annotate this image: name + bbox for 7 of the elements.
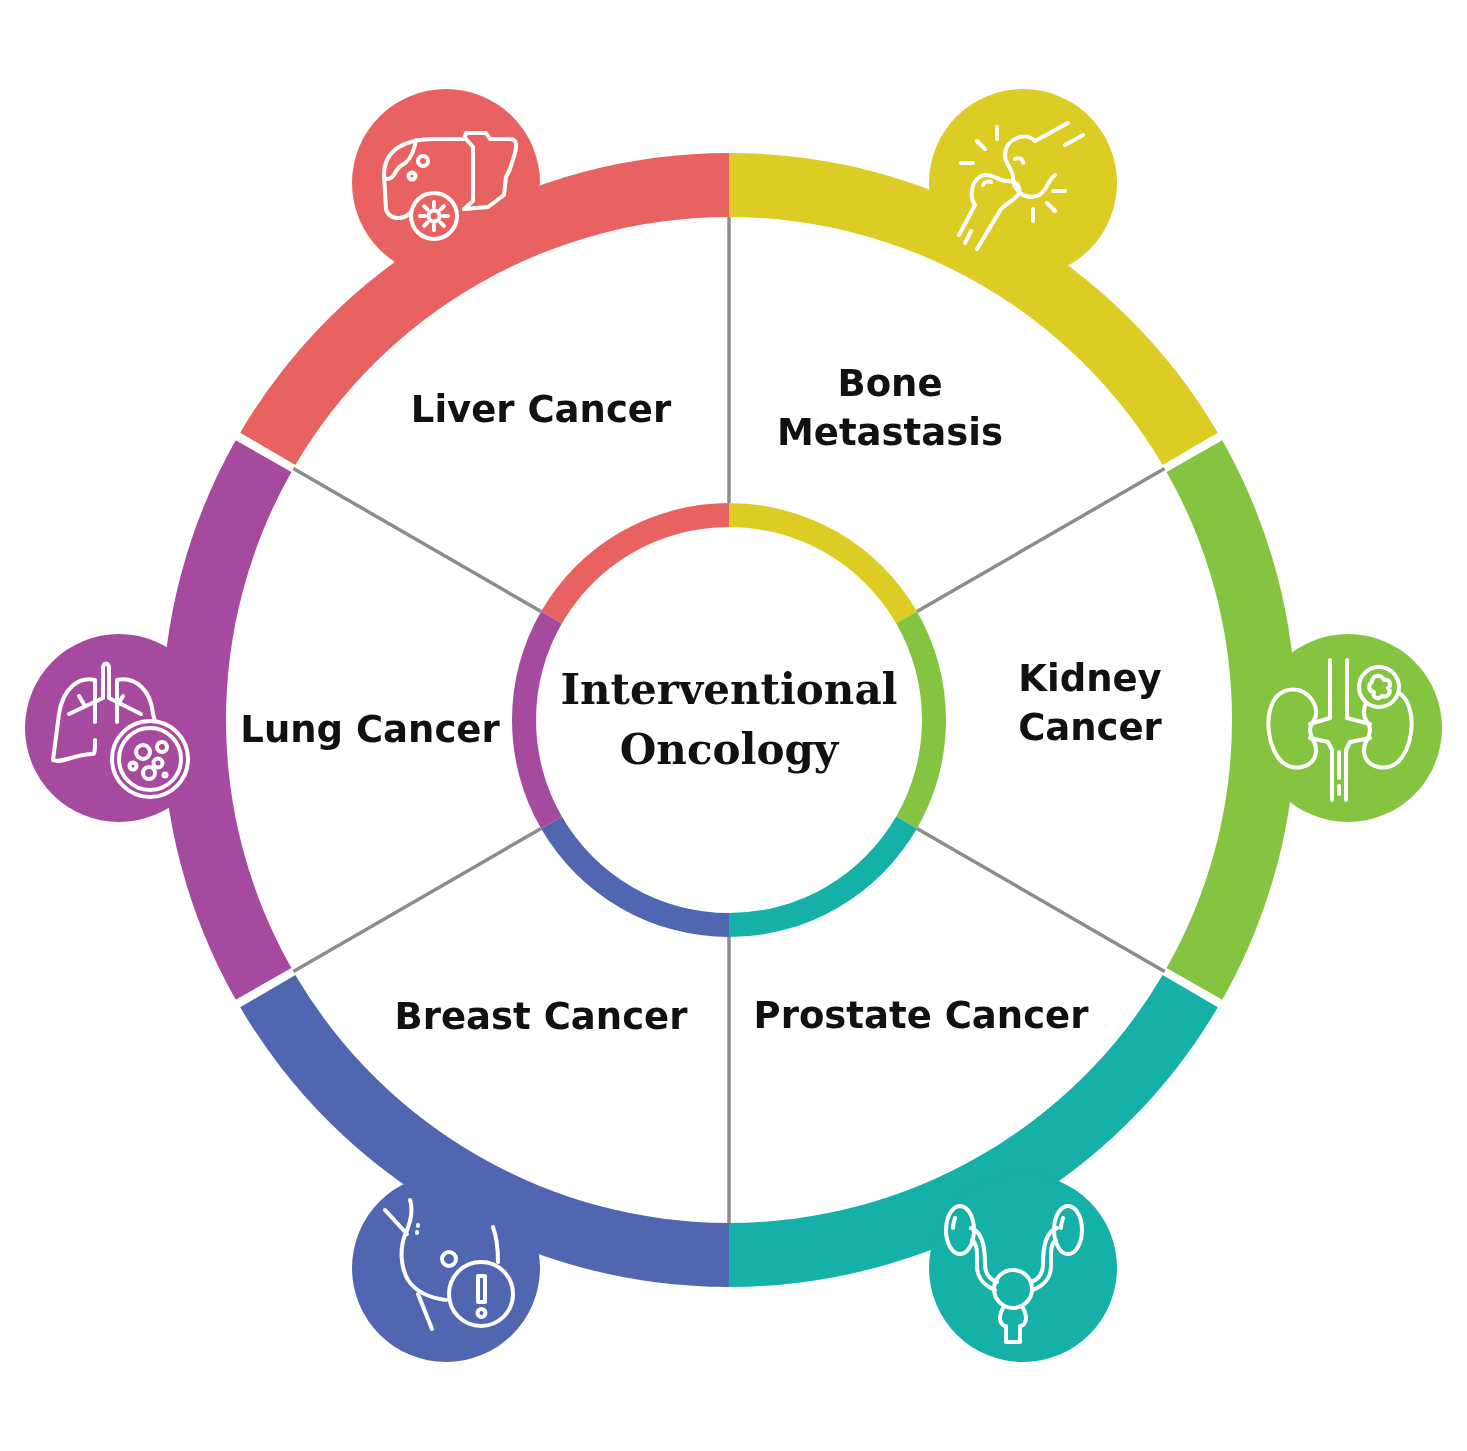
segment-label: Kidney Cancer [1017,656,1163,751]
segment-label: Breast Cancer [394,993,688,1040]
segment-label: Prostate Cancer [753,992,1089,1039]
segment-label: Bone Metastasis [776,361,1004,456]
segment-label: Lung Cancer [240,706,500,753]
hub-title: Interventional Oncology [559,664,899,776]
segment-label: Liver Cancer [410,386,672,433]
